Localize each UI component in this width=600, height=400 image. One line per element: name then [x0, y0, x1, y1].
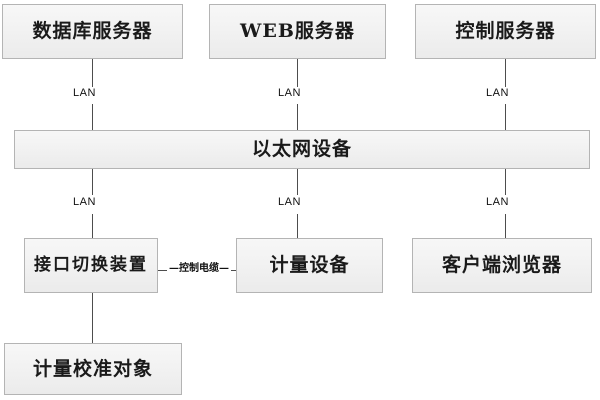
node-client-browser[interactable]: 客户端浏览器 [412, 238, 592, 293]
node-ethernet-device-label: 以太网设备 [251, 138, 352, 161]
node-web-server-label: WEB服务器 [240, 20, 355, 43]
connector-control-to-ethernet-lower [505, 104, 506, 130]
node-interface-switch[interactable]: 接口切换装置 [24, 238, 158, 293]
edge-label-control-cable: —控制电缆— [167, 263, 231, 275]
connector-ethernet-to-meter-lower [297, 214, 298, 238]
node-control-server-label: 控制服务器 [455, 20, 556, 43]
node-metering-device-label: 计量设备 [269, 254, 350, 277]
connector-ethernet-to-browser-upper [505, 169, 506, 195]
connector-web-to-ethernet-upper [297, 59, 298, 87]
connector-ethernet-to-interface-lower [92, 214, 93, 238]
node-client-browser-label: 客户端浏览器 [441, 254, 562, 277]
node-control-server[interactable]: 控制服务器 [415, 4, 596, 59]
connector-ethernet-to-interface-upper [92, 169, 93, 195]
edge-label-lan-control: LAN [484, 87, 511, 100]
node-calibration-object[interactable]: 计量校准对象 [4, 343, 182, 395]
edge-label-lan-web: LAN [276, 87, 303, 100]
connector-database-to-ethernet-upper [92, 59, 93, 87]
connector-ethernet-to-meter-upper [297, 169, 298, 195]
connector-database-to-ethernet-lower [92, 104, 93, 130]
connector-control-to-ethernet-upper [505, 59, 506, 87]
node-metering-device[interactable]: 计量设备 [236, 238, 383, 293]
edge-label-lan-meter: LAN [276, 196, 303, 209]
edge-label-lan-database: LAN [71, 87, 98, 100]
connector-control-cable-left [158, 270, 169, 271]
node-database-server[interactable]: 数据库服务器 [2, 4, 183, 59]
node-interface-switch-label: 接口切换装置 [34, 255, 148, 276]
node-web-server[interactable]: WEB服务器 [209, 4, 386, 59]
node-ethernet-device[interactable]: 以太网设备 [14, 130, 590, 169]
connector-web-to-ethernet-lower [297, 104, 298, 130]
node-database-server-label: 数据库服务器 [32, 20, 153, 43]
edge-label-lan-interface: LAN [71, 196, 98, 209]
node-calibration-object-label: 计量校准对象 [32, 357, 153, 380]
edge-label-lan-browser: LAN [484, 196, 511, 209]
connector-ethernet-to-browser-lower [505, 214, 506, 238]
connector-interface-to-calibration-object [92, 293, 93, 343]
